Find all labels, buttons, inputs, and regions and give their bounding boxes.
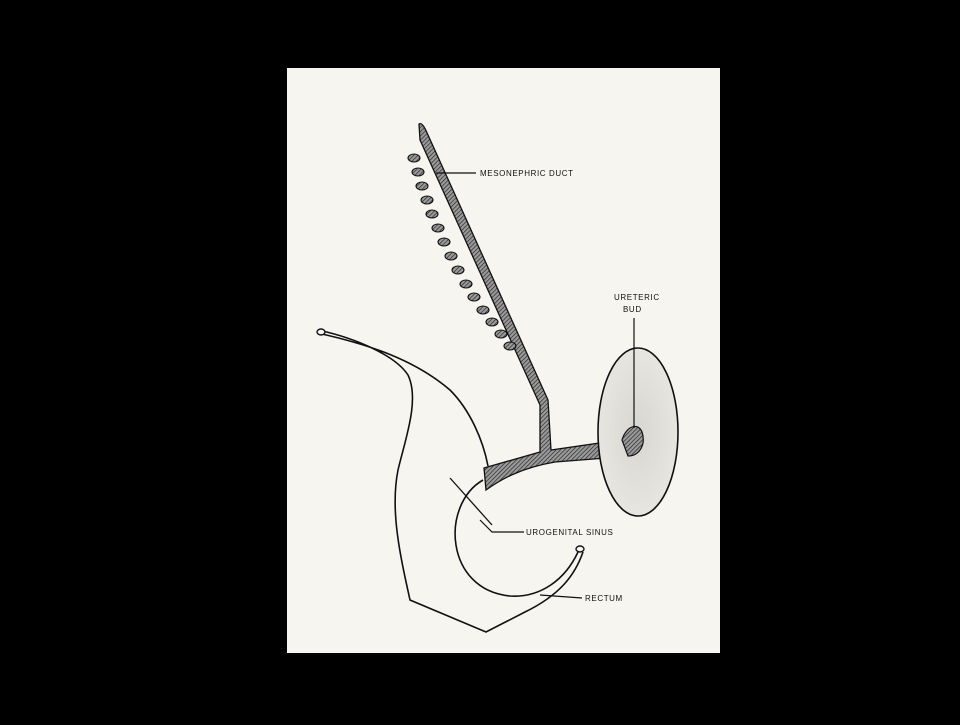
label-ureteric-bud-line1: URETERIC bbox=[614, 293, 660, 302]
allantois-opening bbox=[317, 329, 325, 335]
rectum-opening bbox=[576, 546, 584, 552]
label-ureteric-bud-line2: BUD bbox=[623, 305, 642, 314]
mesonephric-tubules bbox=[408, 154, 516, 350]
label-mesonephric-duct: MESONEPHRIC DUCT bbox=[480, 169, 574, 178]
cloaca-outline bbox=[318, 330, 583, 632]
label-rectum: RECTUM bbox=[585, 594, 623, 603]
label-urogenital-sinus: UROGENITAL SINUS bbox=[526, 528, 613, 537]
